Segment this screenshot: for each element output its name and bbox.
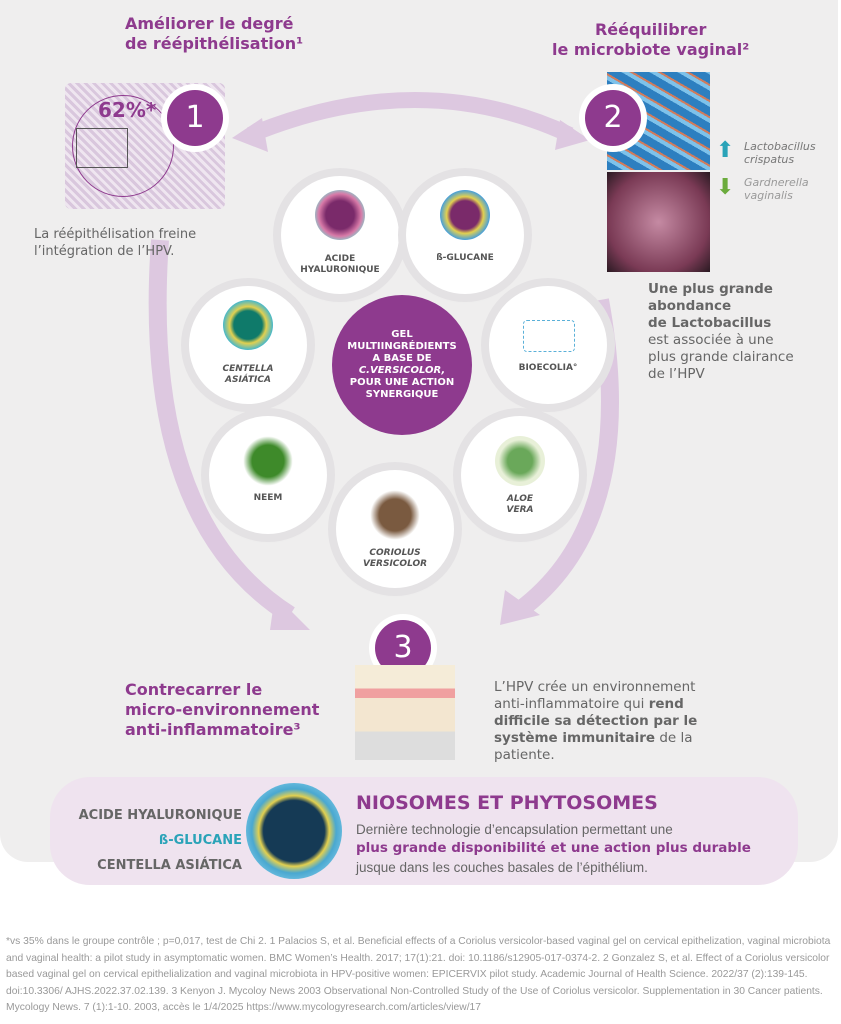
arrow-down-icon: ⬇: [716, 175, 735, 200]
ingredient-beta-glucane: ß-GLUCANE: [406, 176, 524, 294]
step-1-badge: 1: [167, 90, 223, 146]
neem-leaf-icon: [243, 436, 293, 486]
cycle-arrows: [148, 92, 619, 630]
beta-glucane-icon: [440, 190, 490, 240]
stat-62: 62%*: [98, 98, 157, 122]
tissue-image: [355, 665, 455, 760]
molecule-icon: [523, 320, 575, 352]
step-2-badge: 2: [585, 90, 641, 146]
ingredient-bioecolia: BIOECOLIA°: [489, 286, 607, 404]
ingredient-neem: NEEM: [209, 416, 327, 534]
aloe-icon: [495, 436, 545, 486]
arrow-up-icon: ⬆: [716, 138, 735, 163]
niosomes-text: Dernière technologie d’encapsulation per…: [356, 822, 751, 875]
footnote: *vs 35% dans le groupe contrôle ; p=0,01…: [6, 936, 831, 1013]
zoom-box: [76, 128, 128, 168]
gardnerella-image: [607, 172, 710, 272]
mushroom-icon: [370, 490, 420, 540]
niosome-icon: [246, 783, 342, 879]
niosomes-title: NIOSOMES ET PHYTOSOMES: [356, 792, 658, 814]
centella-icon: [223, 300, 273, 350]
niosomes-box: [50, 777, 798, 885]
acide-hyaluronique-icon: [315, 190, 365, 240]
zoom-circle: [72, 95, 174, 197]
